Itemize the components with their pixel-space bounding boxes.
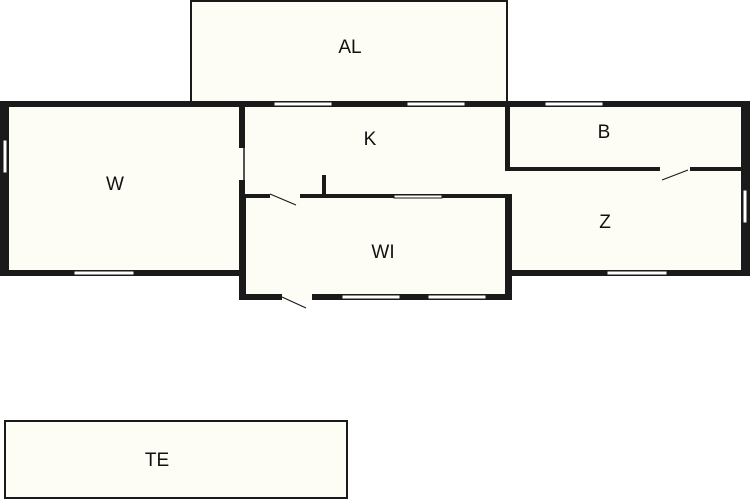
door-w-k-opening bbox=[239, 148, 245, 180]
window-wi-bottom-1 bbox=[341, 294, 401, 300]
room-wi-floor bbox=[246, 197, 507, 296]
room-al-outline bbox=[190, 0, 508, 103]
door-entrance-opening bbox=[282, 293, 312, 301]
window-w-left bbox=[2, 139, 8, 174]
wall-wi-top bbox=[244, 194, 512, 198]
window-b-top bbox=[544, 101, 604, 107]
room-z-floor bbox=[509, 170, 743, 272]
window-k-top-2 bbox=[406, 101, 466, 107]
door-b-z-opening bbox=[660, 166, 690, 172]
room-te-outline bbox=[4, 420, 348, 499]
room-label-z: Z bbox=[599, 212, 611, 233]
door-b-z-leaf bbox=[661, 169, 689, 181]
window-wi-bottom-2 bbox=[427, 294, 487, 300]
room-b-floor bbox=[509, 105, 743, 169]
room-te-floor bbox=[5, 421, 347, 498]
room-label-wi: WI bbox=[371, 242, 394, 263]
wall-stub bbox=[322, 175, 326, 195]
wall-right bbox=[741, 101, 750, 276]
window-z-bottom bbox=[606, 270, 668, 276]
doors bbox=[239, 148, 690, 309]
wall-wi-left bbox=[239, 194, 246, 300]
floor-areas bbox=[5, 1, 743, 498]
room-labels: AL K B W Z WI TE bbox=[106, 37, 611, 471]
room-label-te: TE bbox=[145, 450, 169, 471]
room-w-floor bbox=[8, 105, 242, 272]
window-z-right bbox=[742, 189, 748, 224]
wall-b-z bbox=[505, 167, 745, 171]
window-w-bottom bbox=[73, 270, 135, 276]
door-k-wi-opening bbox=[270, 193, 300, 199]
room-al-floor bbox=[191, 1, 507, 104]
wall-w-k bbox=[239, 101, 245, 194]
wall-top bbox=[0, 101, 750, 107]
window-wi-top bbox=[393, 194, 443, 199]
wall-wi-right bbox=[505, 194, 512, 300]
windows bbox=[2, 101, 748, 300]
room-label-al: AL bbox=[338, 37, 361, 58]
room-k-extension-floor bbox=[244, 170, 509, 195]
outdoor-outlines bbox=[4, 0, 508, 499]
wall-left bbox=[0, 101, 9, 276]
door-entrance-leaf bbox=[281, 296, 307, 309]
door-k-wi-leaf bbox=[269, 193, 297, 206]
room-label-w: W bbox=[106, 174, 124, 195]
room-label-k: K bbox=[364, 129, 377, 150]
room-label-b: B bbox=[598, 122, 611, 143]
wall-k-b bbox=[505, 101, 510, 170]
window-k-top-1 bbox=[273, 101, 333, 107]
